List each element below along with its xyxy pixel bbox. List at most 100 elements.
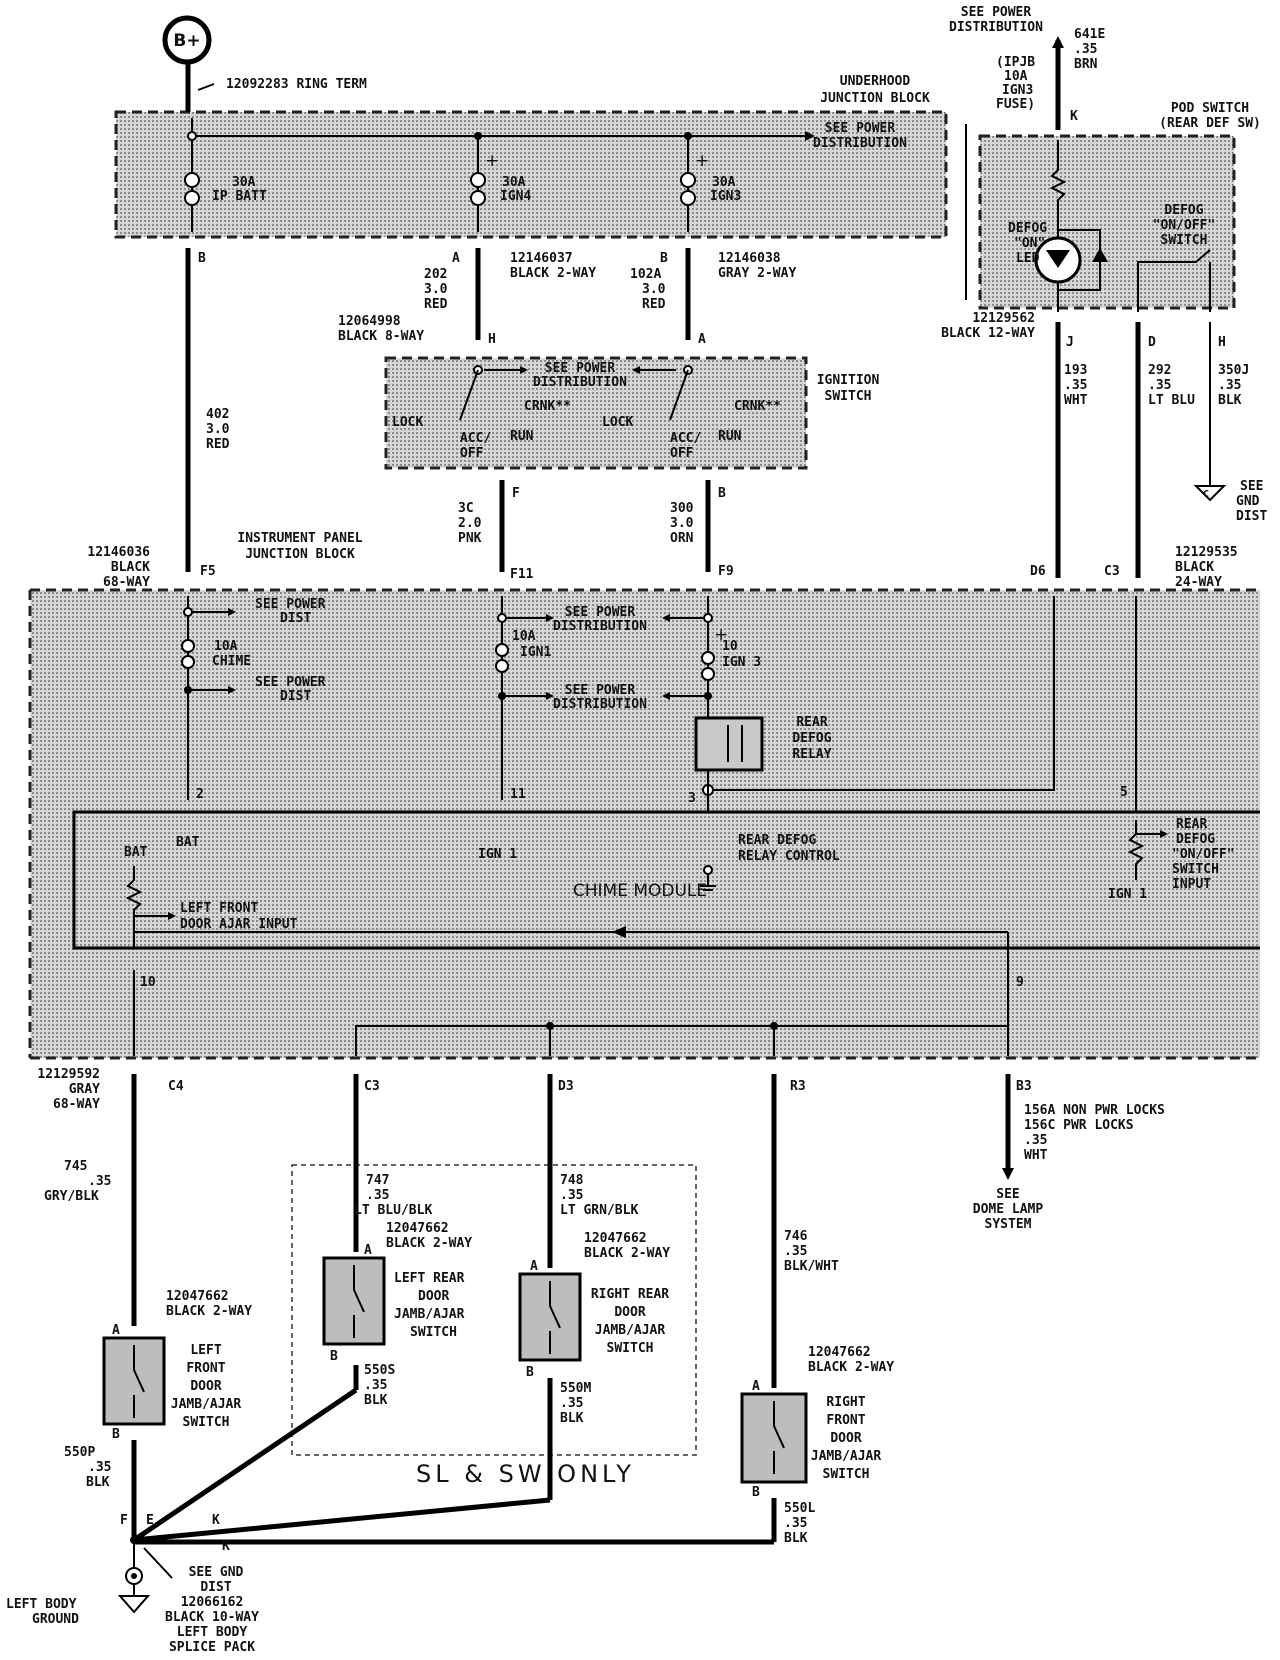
svg-text:DIST: DIST [200,1580,231,1595]
svg-text:3C: 3C [458,501,474,516]
svg-text:12146036: 12146036 [87,545,150,560]
svg-text:.35: .35 [1074,42,1097,57]
svg-text:SEE: SEE [1240,479,1263,494]
switch-left-front-door: LEFT FRONT DOOR JAMB/AJAR SWITCH B [102,1336,241,1442]
svg-text:F: F [512,486,520,501]
svg-text:SWITCH: SWITCH [825,389,872,404]
svg-text:12064998: 12064998 [338,314,401,329]
svg-text:9: 9 [1016,975,1024,990]
svg-text:+: + [485,151,499,171]
svg-text:CHIME: CHIME [212,654,251,669]
svg-text:SYSTEM: SYSTEM [985,1217,1032,1232]
svg-text:BLK/WHT: BLK/WHT [784,1259,839,1274]
wire-156: 156A NON PWR LOCKS 156C PWR LOCKS .35 WH… [973,1074,1165,1232]
svg-text:.35: .35 [366,1188,389,1203]
svg-text:10: 10 [722,639,738,654]
svg-text:745: 745 [64,1159,87,1174]
svg-text:641E: 641E [1074,27,1105,42]
svg-text:FUSE): FUSE) [996,97,1035,112]
svg-text:R3: R3 [790,1079,806,1094]
svg-text:SEE POWER: SEE POWER [961,5,1032,20]
svg-text:A: A [530,1259,538,1274]
wire-550m: 550M .35 BLK [133,1378,591,1543]
svg-text:C3: C3 [364,1079,380,1094]
svg-text:DEFOG: DEFOG [792,731,831,746]
svg-text:LEFT BODY: LEFT BODY [177,1625,248,1640]
svg-text:11: 11 [510,787,526,802]
svg-text:BLK: BLK [1218,393,1242,408]
wire-292: D 292 .35 LT BLU [1135,322,1195,578]
svg-text:BLK: BLK [86,1475,110,1490]
svg-text:.35: .35 [88,1460,111,1475]
svg-text:10A: 10A [1004,69,1028,84]
svg-text:GROUND: GROUND [32,1612,79,1627]
svg-text:BLK: BLK [560,1411,584,1426]
svg-text:DISTRIBUTION: DISTRIBUTION [553,697,647,712]
svg-text:SWITCH: SWITCH [607,1341,654,1356]
svg-text:3.0: 3.0 [670,516,694,531]
wire-300: B 300 3.0 ORN [670,480,726,572]
svg-text:BAT: BAT [176,835,200,850]
underhood-junction-block: UNDERHOOD JUNCTION BLOCK SEE POWER DISTR… [114,74,948,239]
svg-text:K: K [222,1539,230,1554]
svg-text:IGN 1: IGN 1 [478,847,517,862]
svg-text:PNK: PNK [458,531,482,546]
switch-left-rear-door: LEFT REAR DOOR JAMB/AJAR SWITCH B [322,1256,465,1364]
svg-text:B: B [718,486,726,501]
svg-text:24-WAY: 24-WAY [1175,575,1222,590]
svg-text:B+: B+ [173,31,200,51]
svg-text:BAT: BAT [124,845,148,860]
svg-text:D6: D6 [1030,564,1046,579]
wire-748: 748 .35 LT GRN/BLK 12047662 BLACK 2-WAY … [530,1074,670,1274]
wire-402: B 402 3.0 RED [185,248,230,572]
svg-text:F9: F9 [718,564,734,579]
svg-text:550S: 550S [364,1363,395,1378]
svg-text:A: A [452,251,460,266]
svg-text:10A: 10A [512,629,536,644]
svg-text:DOOR: DOOR [614,1305,645,1320]
svg-text:DIST: DIST [280,611,311,626]
bottom-connector: 12129592 GRAY 68-WAY C4 C3 D3 R3 B3 [37,1067,1031,1112]
svg-text:IGNITION: IGNITION [817,373,880,388]
svg-text:B3: B3 [1016,1079,1032,1094]
underhood-title-2: JUNCTION BLOCK [820,91,930,106]
pod-switch: SEE POWER DISTRIBUTION 641E .35 BRN (IPJ… [941,5,1261,341]
svg-text:(REAR DEF SW): (REAR DEF SW) [1159,116,1261,131]
svg-text:747: 747 [366,1173,389,1188]
svg-text:IGN 1: IGN 1 [1108,887,1147,902]
wire-745: 745 .35 GRY/BLK 12047662 BLACK 2-WAY A [44,1074,252,1338]
svg-text:SWITCH: SWITCH [410,1325,457,1340]
fuse-ip-batt: 30A IP BATT [184,118,267,232]
svg-text:RUN: RUN [510,429,534,444]
svg-text:LT BLU/BLK: LT BLU/BLK [354,1203,432,1218]
svg-text:68-WAY: 68-WAY [53,1097,100,1112]
svg-text:12146038: 12146038 [718,251,781,266]
switch-right-rear-door: RIGHT REAR DOOR JAMB/AJAR SWITCH B [518,1272,669,1380]
svg-text:SEE POWER: SEE POWER [255,675,326,690]
svg-text:.35: .35 [560,1396,583,1411]
svg-text:ACC/: ACC/ [460,431,491,446]
svg-text:B: B [752,1485,760,1500]
svg-text:DOME LAMP: DOME LAMP [973,1202,1044,1217]
svg-text:K: K [212,1513,220,1528]
svg-text:12066162: 12066162 [181,1595,244,1610]
svg-text:B: B [198,251,206,266]
svg-text:LOCK: LOCK [392,415,423,430]
svg-text:IP BATT: IP BATT [212,189,267,204]
svg-text:550P: 550P [64,1445,95,1460]
wire-550p: 550P .35 BLK [64,1440,137,1540]
svg-text:DOOR AJAR INPUT: DOOR AJAR INPUT [180,917,298,932]
wire-550l: 550L .35 BLK [134,1498,815,1546]
svg-text:DEFOG: DEFOG [1164,203,1203,218]
svg-text:SWITCH: SWITCH [1172,862,1219,877]
svg-text:LEFT: LEFT [190,1343,221,1358]
svg-text:RED: RED [642,297,666,312]
svg-text:DOOR: DOOR [190,1379,221,1394]
svg-text:DOOR: DOOR [830,1431,861,1446]
svg-text:DIST: DIST [280,689,311,704]
svg-text:LEFT BODY: LEFT BODY [6,1597,77,1612]
svg-text:K: K [1070,109,1078,124]
svg-text:3: 3 [688,791,696,806]
svg-text:SEE POWER: SEE POWER [545,361,616,376]
